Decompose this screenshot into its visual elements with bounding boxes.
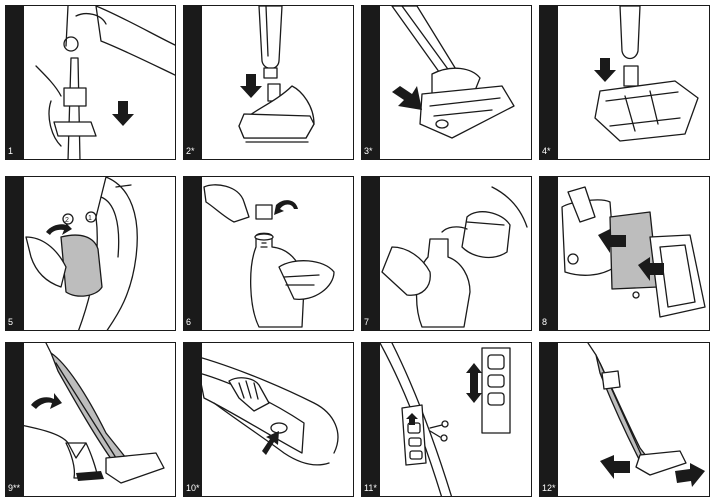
step-number: 2* [186, 146, 195, 156]
step-panel-12: 12* [539, 342, 710, 497]
step-panel-1: 1 [5, 5, 176, 160]
step-number: 10* [186, 483, 200, 493]
step-strip: 5 [6, 177, 24, 330]
step-panel-6: 6 [183, 176, 354, 331]
step-panel-10: 10* [183, 342, 354, 497]
step-number: 4* [542, 146, 551, 156]
illustration-attach-pad [561, 186, 706, 318]
step-strip: 4* [540, 6, 558, 159]
step-panel-4: 4* [539, 5, 710, 160]
callout-first: 1 [88, 215, 92, 222]
illustration-mount-handle [35, 6, 175, 159]
step-strip: 7 [362, 177, 380, 330]
illustration-steam-control [379, 343, 511, 496]
step-number: 6 [186, 317, 192, 327]
step-panel-5: 2 1 5 [5, 176, 176, 331]
step-strip: 12* [540, 343, 558, 496]
illustration-fill-water [381, 186, 528, 328]
step-strip: 1 [6, 6, 24, 159]
step-number: 5 [8, 317, 14, 327]
step-strip: 6 [184, 177, 202, 330]
illustration-place-on-pad [391, 6, 515, 139]
step-strip: 3* [362, 6, 380, 159]
step-number: 1 [8, 146, 14, 156]
step-number: 9** [8, 483, 21, 493]
step-panel-7: 7 [361, 176, 532, 331]
illustration-tilt-handle [10, 343, 165, 484]
step-panel-8: 8 [539, 176, 710, 331]
illustration-attach-steam-head [238, 6, 315, 143]
step-number: 7 [364, 317, 370, 327]
step-panel-3: 3* [361, 5, 532, 160]
step-panel-9: 9** [5, 342, 176, 497]
step-strip: 9** [6, 343, 24, 496]
step-strip: 2* [184, 6, 202, 159]
illustration-mop-floor [587, 343, 705, 487]
step-strip: 8 [540, 177, 558, 330]
callout-second: 2 [65, 217, 69, 224]
step-strip: 11* [362, 343, 380, 496]
illustration-remove-tank: 2 1 [25, 177, 138, 330]
step-number: 8 [542, 317, 548, 327]
illustration-open-cap [203, 184, 335, 328]
step-panel-11: 11* [361, 342, 532, 497]
step-strip: 10* [184, 343, 202, 496]
illustration-secure-on-pad [594, 6, 699, 142]
step-panel-2: 2* [183, 5, 354, 160]
step-number: 3* [364, 146, 373, 156]
step-number: 11* [364, 483, 377, 493]
step-number: 12* [542, 483, 556, 493]
illustration-press-trigger [184, 352, 339, 466]
